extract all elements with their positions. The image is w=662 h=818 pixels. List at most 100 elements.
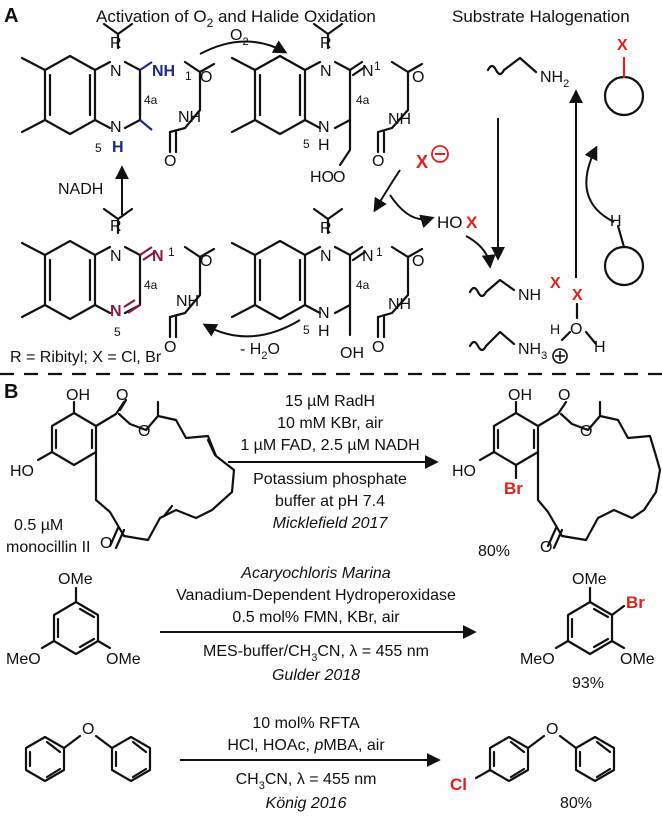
negative-charge-icon	[431, 145, 449, 163]
atom-label: H	[318, 323, 330, 340]
r2-condition: Vanadium-Dependent Hydroperoxidase	[176, 587, 456, 604]
atom-label: OMe	[106, 651, 141, 668]
panel-a-label: A	[4, 5, 18, 27]
bromo-monocillin-structure	[478, 400, 662, 550]
r2-solvent: MES-buffer/CH3CN, λ = 455 nm	[203, 643, 429, 664]
atom-label: N	[110, 119, 122, 136]
chloramine-x: X	[550, 275, 561, 292]
hox-bound-x: X	[572, 287, 583, 304]
atom-label: O	[164, 153, 176, 170]
hox-label: HO	[437, 213, 463, 232]
atom-label: OH	[340, 345, 364, 362]
substrate-amount: 0.5 µM	[14, 517, 63, 534]
r1-condition: Potassium phosphate	[253, 471, 407, 488]
atom-label: N	[110, 63, 122, 80]
atom-label: N	[110, 248, 122, 265]
atom-label: OMe	[620, 651, 655, 668]
reduced-flavin-structure	[20, 22, 216, 154]
atom-label: NH	[152, 63, 175, 80]
monocillin-structure	[36, 398, 236, 550]
r1-condition: 15 µM RadH	[285, 393, 375, 410]
r2-organism: Acaryochloris Marina	[240, 565, 390, 582]
atom-label: O	[412, 253, 424, 270]
nh2-label: NH2	[540, 69, 569, 90]
atom-label: O	[82, 721, 94, 738]
atom-label: O	[372, 153, 384, 170]
ammonium-structure	[468, 330, 516, 352]
atom-number: 1	[185, 69, 192, 83]
atom-number: 5	[114, 325, 121, 339]
legend-text: R = Ribityl; X = Cl, Br	[10, 349, 162, 366]
atom-label: MeO	[6, 651, 41, 668]
atom-label: H	[610, 213, 622, 230]
chloramine-structure	[468, 278, 516, 298]
atom-label: MeO	[520, 651, 555, 668]
halogenated-arene-icon	[603, 56, 645, 117]
r3-solvent: CH3CN, λ = 455 nm	[236, 771, 377, 792]
substrate-name: monocillin II	[6, 539, 90, 556]
atom-label: O	[138, 423, 150, 440]
r1-condition: buffer at pH 7.4	[275, 493, 385, 510]
atom-label: O	[546, 721, 558, 738]
o2-label: O2	[230, 27, 249, 48]
nh3-label: NH3	[518, 341, 547, 362]
hydroxy-flavin-structure	[230, 207, 424, 339]
atom-label: NH	[388, 296, 411, 313]
hox-to-chloramine-arrow	[465, 235, 496, 269]
atom-label: HO	[10, 463, 34, 480]
diphenyl-ether-structure	[24, 734, 152, 783]
hydroperoxy-flavin-structure	[230, 22, 424, 167]
amine-substrate-top	[486, 56, 538, 76]
atom-label: OMe	[572, 571, 607, 588]
hox-release-arrow	[389, 194, 435, 229]
atom-label: NH	[518, 287, 541, 304]
atom-label: N	[362, 248, 374, 265]
atom-label: NH	[176, 293, 199, 310]
hox-bound-bonds	[560, 302, 598, 346]
atom-label: O	[200, 253, 212, 270]
hox-x-label: X	[466, 213, 478, 232]
atom-number: 1	[374, 59, 381, 73]
halogenation-curve-arrow	[584, 145, 615, 223]
atom-label: O	[412, 69, 424, 86]
atom-number: 5	[303, 323, 310, 337]
r1-yield: 80%	[478, 543, 510, 560]
atom-label: H	[594, 339, 606, 356]
bromine-label: Br	[626, 593, 645, 612]
atom-number: 4a	[144, 278, 158, 292]
atom-label: N	[362, 63, 374, 80]
atom-label: OH	[66, 387, 90, 404]
r3-condition: 10 mol% RFTA	[252, 715, 360, 732]
atom-label: O	[570, 321, 582, 338]
r3-yield: 80%	[560, 795, 592, 812]
atom-label: N	[318, 119, 330, 136]
arene-substrate-icon	[603, 224, 645, 287]
atom-label: R	[320, 220, 332, 237]
panel-a-title-left: Activation of O2 and Halide Oxidation	[96, 7, 376, 30]
atom-label: O	[164, 339, 176, 356]
atom-label: R	[110, 35, 122, 52]
panel-b-label: B	[4, 381, 18, 403]
atom-label: N	[320, 248, 332, 265]
positive-charge-icon	[555, 351, 565, 361]
panel-a-title-right: Substrate Halogenation	[452, 7, 630, 26]
chloro-diphenyl-ether-structure	[474, 734, 616, 783]
atom-label: OH	[508, 387, 532, 404]
atom-label: R	[320, 35, 332, 52]
r2-citation: Gulder 2018	[272, 667, 360, 684]
o2-arrow	[199, 40, 288, 55]
atom-label: N	[152, 248, 164, 265]
nadh-label: NADH	[58, 181, 103, 198]
atom-number: 1	[376, 245, 383, 259]
chlorine-label: Cl	[450, 775, 467, 794]
bromo-trimethoxybenzene-structure	[554, 586, 626, 656]
atom-label: O	[200, 69, 212, 86]
atom-label: NH	[388, 111, 411, 128]
atom-number: 1	[168, 245, 175, 259]
atom-label: H	[318, 137, 330, 154]
atom-number: 5	[303, 137, 310, 151]
bromine-label: Br	[504, 479, 523, 498]
oxidized-flavin-structure	[20, 207, 216, 339]
atom-number: 4a	[356, 93, 370, 107]
